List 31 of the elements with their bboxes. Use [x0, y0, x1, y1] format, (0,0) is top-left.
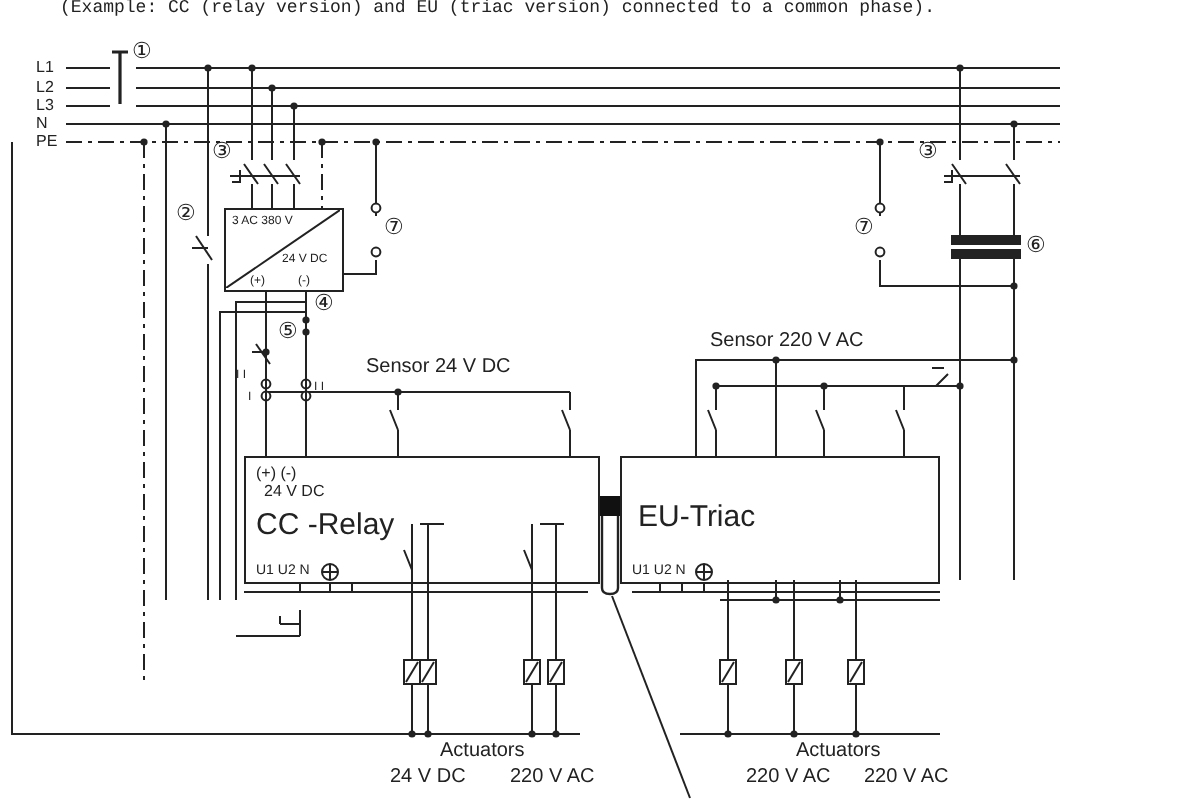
- callout-number: ④: [314, 294, 334, 316]
- device-title: CC -Relay: [256, 510, 395, 540]
- voltage-label: 24 V DC: [390, 768, 466, 788]
- callout-number: ⑤: [278, 322, 298, 344]
- leader-line: [611, 595, 691, 799]
- bus-label: PE: [36, 134, 58, 150]
- link-cable: [594, 492, 626, 596]
- callout-number: ③: [212, 142, 232, 164]
- bus-label: L1: [36, 60, 54, 76]
- voltage-label: 220 V AC: [864, 768, 949, 788]
- callout-number: ②: [176, 204, 196, 226]
- callout-number: ⑦: [384, 218, 404, 240]
- sensor-label: Sensor 24 V DC: [366, 358, 511, 378]
- device-title: EU-Triac: [638, 502, 756, 532]
- callout-number: ⑦: [854, 218, 874, 240]
- controller-box: [620, 456, 940, 584]
- voltage-label: 220 V AC: [510, 768, 595, 788]
- callout-number: ①: [132, 42, 152, 64]
- supply-rating-text: 24 V DC: [264, 484, 325, 500]
- sensor-label: Sensor 220 V AC: [710, 332, 864, 352]
- bus-label: L3: [36, 98, 54, 114]
- bus-label: L2: [36, 80, 54, 96]
- actuator-label: Actuators: [440, 742, 525, 762]
- callout-number: ③: [918, 142, 938, 164]
- bus-label: N: [36, 116, 48, 132]
- actuator-label: Actuators: [796, 742, 881, 762]
- voltage-label: 220 V AC: [746, 768, 831, 788]
- controller-box: [244, 456, 600, 584]
- callout-number: ⑥: [1026, 236, 1046, 258]
- terminal-label: (+) (-): [256, 466, 297, 482]
- power-supply-box: [224, 208, 344, 292]
